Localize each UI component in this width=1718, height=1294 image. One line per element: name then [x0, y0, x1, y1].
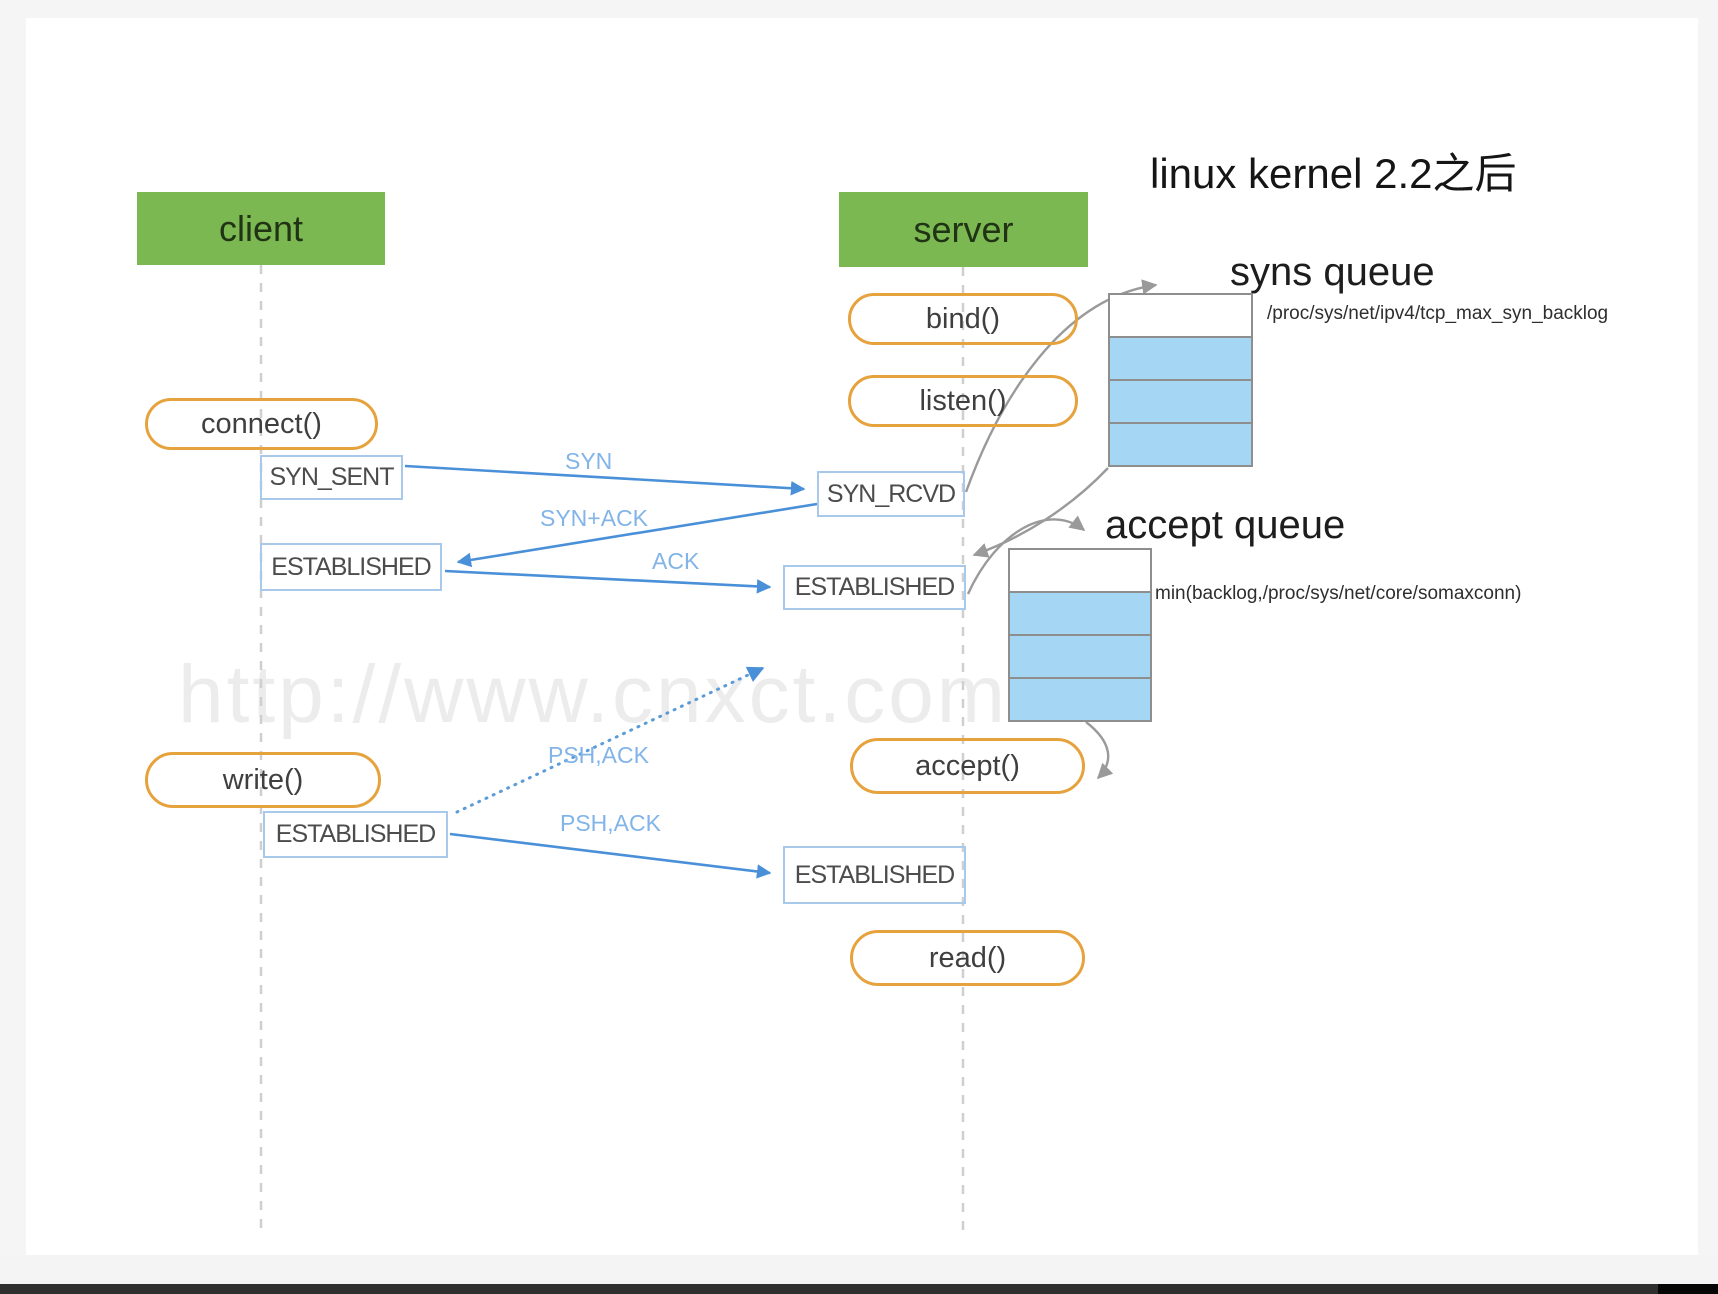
psh-ack-dotted-label: PSH,ACK — [548, 742, 649, 768]
queue-slot-free — [1110, 295, 1251, 336]
syn-ack-label: SYN+ACK — [540, 505, 649, 531]
acceptqueue-to-accept-curve — [1085, 721, 1114, 780]
queue-slot-filled — [1110, 336, 1251, 379]
client-actor-box: client — [137, 192, 385, 265]
client-syn-sent-state: SYN_SENT — [260, 455, 403, 500]
accept-queue-stack — [1008, 548, 1152, 722]
write-call-pill: write() — [145, 752, 381, 808]
page-title: linux kernel 2.2之后 — [1150, 150, 1517, 197]
syns-queue-annotation: /proc/sys/net/ipv4/tcp_max_syn_backlog — [1267, 303, 1609, 324]
server-syn-rcvd-state: SYN_RCVD — [817, 471, 965, 517]
server-established-state: ESTABLISHED — [783, 565, 966, 610]
client-established-state: ESTABLISHED — [260, 543, 442, 591]
psh-ack-arrow — [449, 832, 772, 879]
syn-label: SYN — [565, 448, 613, 474]
queue-slot-filled — [1010, 634, 1150, 677]
synsqueue-to-established-curve — [972, 467, 1109, 558]
queue-slot-filled — [1010, 591, 1150, 634]
established-to-acceptqueue-curve — [966, 515, 1086, 595]
ack-label: ACK — [652, 548, 700, 574]
listen-call-pill: listen() — [848, 375, 1078, 427]
server-actor-box: server — [839, 192, 1088, 267]
server-established-state-2: ESTABLISHED — [783, 846, 966, 904]
bottom-dark-bar-segment — [1658, 1284, 1718, 1294]
syn-ack-arrow — [456, 502, 818, 568]
psh-ack-label: PSH,ACK — [560, 810, 661, 836]
connect-call-pill: connect() — [145, 398, 378, 450]
watermark-text: http://www.cnxct.com — [178, 649, 1009, 740]
bind-call-pill: bind() — [848, 293, 1078, 345]
queue-slot-filled — [1110, 422, 1251, 465]
queue-slot-filled — [1110, 379, 1251, 422]
accept-queue-title: accept queue — [1105, 503, 1346, 547]
syns-queue-title: syns queue — [1230, 250, 1435, 294]
read-call-pill: read() — [850, 930, 1085, 986]
syn-arrow — [404, 464, 806, 496]
queue-slot-free — [1010, 550, 1150, 591]
client-established-state-2: ESTABLISHED — [263, 811, 448, 858]
accept-call-pill: accept() — [850, 738, 1085, 794]
queue-slot-filled — [1010, 677, 1150, 720]
syns-queue-stack — [1108, 293, 1253, 467]
accept-queue-annotation: min(backlog,/proc/sys/net/core/somaxconn… — [1155, 583, 1522, 604]
ack-arrow — [444, 569, 772, 594]
psh-ack-dotted-arrow — [455, 666, 765, 814]
bottom-dark-bar — [0, 1284, 1718, 1294]
